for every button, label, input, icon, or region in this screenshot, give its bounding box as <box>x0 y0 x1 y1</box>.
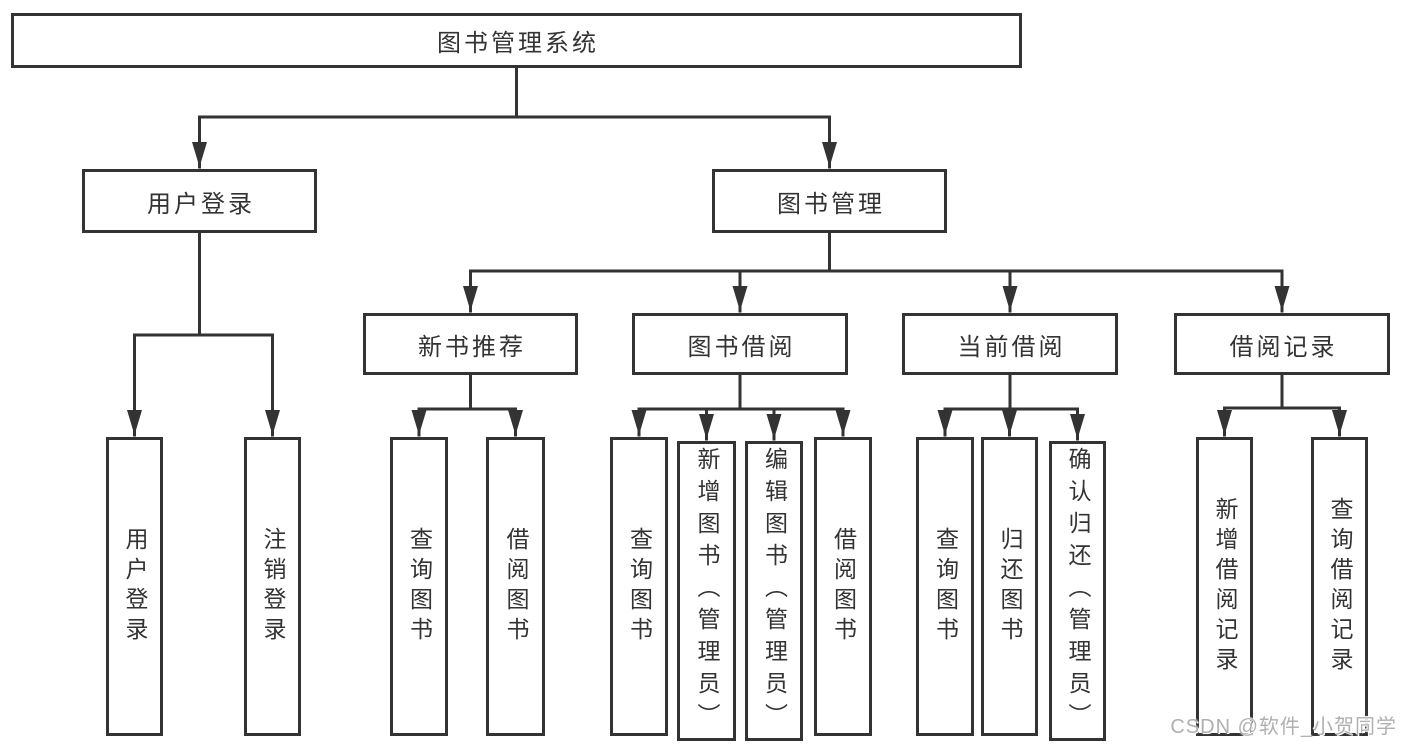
leaf-br-add-record-label: 新增借阅记录 <box>1212 496 1238 677</box>
leaf-bb-borrow-books-label: 借阅图书 <box>830 526 857 647</box>
leaf-bb-edit-books-admin: 编辑图书（管理员） <box>745 441 803 741</box>
node-user-login-label: 用户登录 <box>147 190 255 218</box>
leaf-bb-query-books: 查询图书 <box>610 437 668 736</box>
node-current-borrow: 当前借阅 <box>902 313 1118 375</box>
leaf-bb-query-books-label: 查询图书 <box>626 526 653 647</box>
node-borrow-records: 借阅记录 <box>1174 313 1390 375</box>
leaf-logout: 注销登录 <box>244 437 301 736</box>
node-book-management: 图书管理 <box>712 169 947 233</box>
node-root: 图书管理系统 <box>11 13 1022 68</box>
leaf-bb-edit-books-admin-label: 编辑图书（管理员） <box>761 447 788 735</box>
node-new-book-recommend-label: 新书推荐 <box>418 333 526 361</box>
leaf-cb-query-books-label: 查询图书 <box>932 526 959 647</box>
leaf-cb-return-books-label: 归还图书 <box>997 526 1023 647</box>
leaf-bb-add-books-admin-label: 新增图书（管理员） <box>694 447 720 735</box>
csdn-watermark: CSDN @软件_小贺同学 <box>1170 716 1397 738</box>
leaf-cb-query-books: 查询图书 <box>916 437 974 736</box>
node-new-book-recommend: 新书推荐 <box>363 313 578 375</box>
leaf-nbr-borrow-books-label: 借阅图书 <box>503 526 529 647</box>
leaf-cb-return-books: 归还图书 <box>981 437 1038 736</box>
leaf-br-query-record-label: 查询借阅记录 <box>1327 496 1353 677</box>
leaf-nbr-borrow-books: 借阅图书 <box>486 437 545 736</box>
leaf-br-query-record: 查询借阅记录 <box>1311 437 1368 736</box>
leaf-user-login-label: 用户登录 <box>122 526 148 647</box>
node-book-borrow: 图书借阅 <box>632 313 848 375</box>
leaf-cb-confirm-return-admin: 确认归还（管理员） <box>1049 441 1106 741</box>
node-borrow-records-label: 借阅记录 <box>1229 333 1338 361</box>
node-book-borrow-label: 图书借阅 <box>687 333 796 361</box>
leaf-nbr-query-books: 查询图书 <box>390 437 448 736</box>
node-book-management-label: 图书管理 <box>777 190 885 218</box>
leaf-br-add-record: 新增借阅记录 <box>1196 437 1253 736</box>
node-root-label: 图书管理系统 <box>437 30 599 57</box>
node-current-borrow-label: 当前借阅 <box>957 333 1066 361</box>
leaf-cb-confirm-return-admin-label: 确认归还（管理员） <box>1065 447 1091 735</box>
leaf-user-login: 用户登录 <box>106 437 163 736</box>
leaf-logout-label: 注销登录 <box>260 526 286 647</box>
node-user-login: 用户登录 <box>82 169 317 233</box>
leaf-bb-add-books-admin: 新增图书（管理员） <box>677 441 736 741</box>
leaf-nbr-query-books-label: 查询图书 <box>406 526 433 647</box>
leaf-bb-borrow-books: 借阅图书 <box>814 437 872 736</box>
